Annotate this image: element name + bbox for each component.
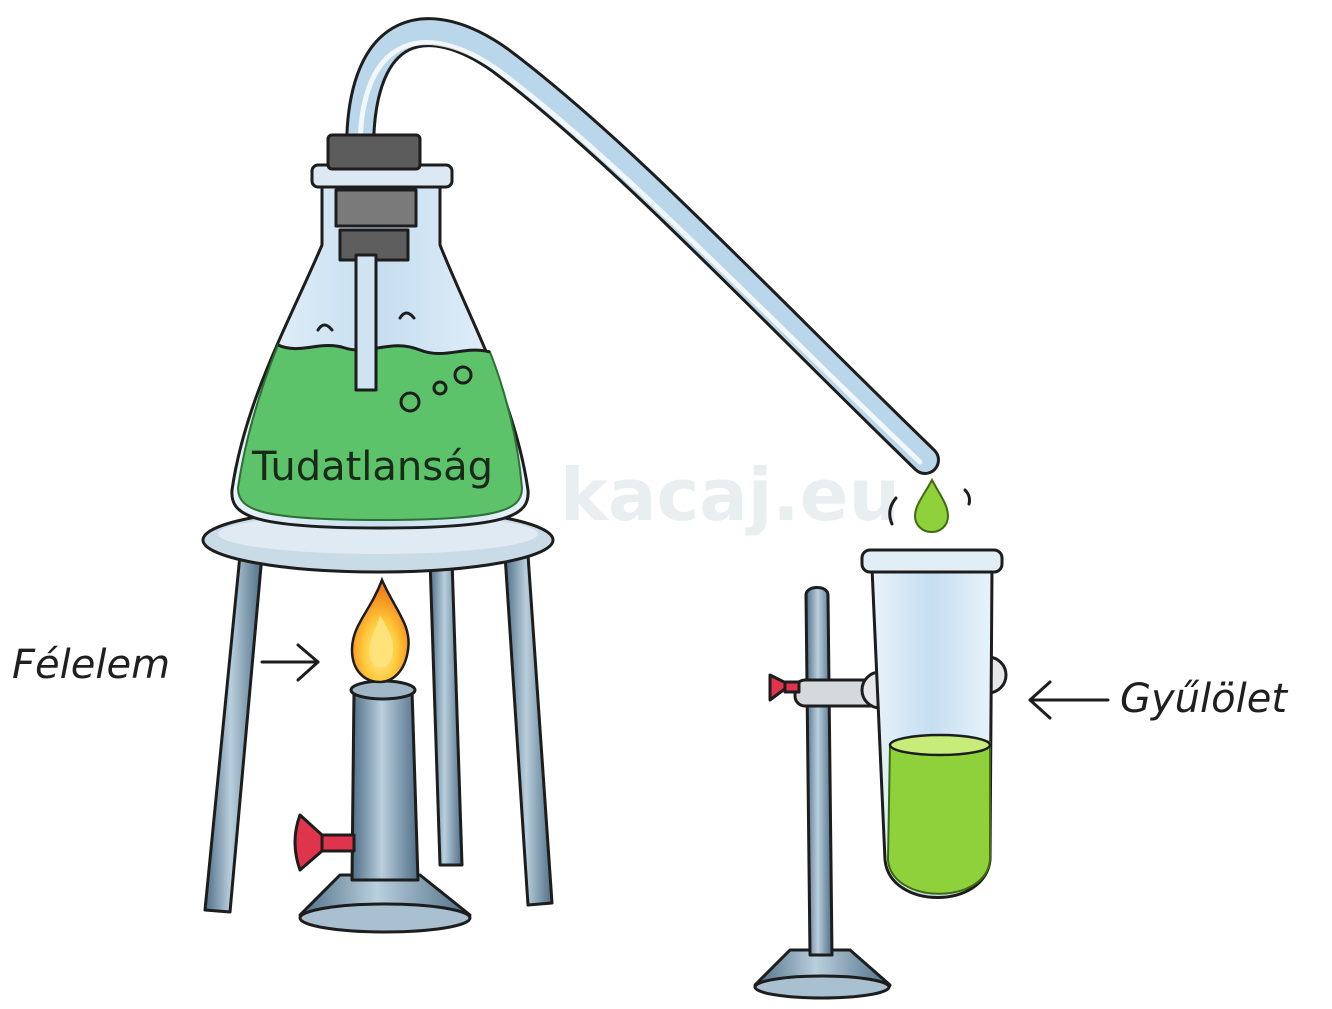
droplet [888,477,971,534]
bubble [432,380,448,396]
burner-arrow [260,643,320,682]
gas-valve [293,813,356,872]
flask-content-label: Tudatlanság [251,444,493,490]
test-tube [860,548,1004,899]
burner-label: Félelem [12,642,170,688]
test-tube-label: Gyűlölet [1120,676,1288,722]
test-tube-arrow [1028,680,1110,720]
bubble [399,391,421,413]
bubble [453,365,473,385]
test-tube-liquid [886,736,991,895]
erlenmeyer-flask: Tudatlanság [230,133,530,530]
bunsen-burner [293,576,472,934]
flask-liquid [236,343,524,522]
watermark-text: kacaj.eu [560,453,900,537]
